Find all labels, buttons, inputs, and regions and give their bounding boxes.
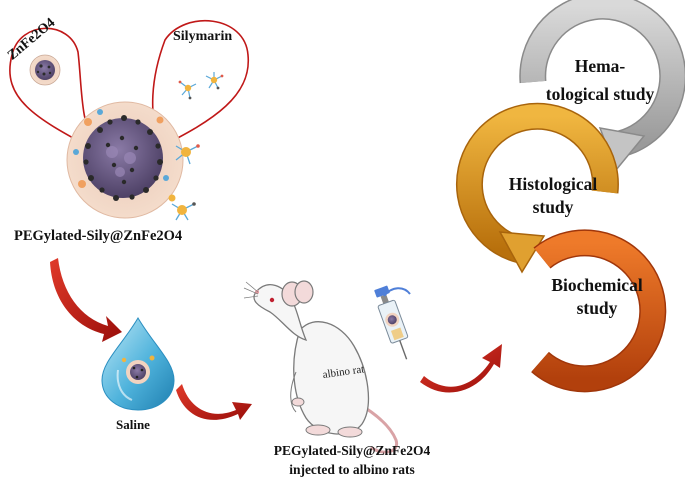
- histological-ring: [455, 102, 619, 274]
- znfe2o4-particle-icon: [29, 54, 61, 86]
- saline-label: Saline: [116, 417, 150, 432]
- biochemical-ring: [531, 229, 667, 393]
- saline-drop-icon: [101, 317, 175, 411]
- nanoparticle-caption: PEGylated-Sily@ZnFe2O4: [14, 228, 183, 244]
- silymarin-molecule-icon: [178, 72, 224, 100]
- hematological-label-line1: Hema-: [574, 56, 626, 76]
- injection-caption-line1: PEGylated-Sily@ZnFe2O4: [273, 443, 431, 458]
- histological-label-line2: study: [532, 197, 574, 217]
- syringe-icon: [374, 285, 409, 360]
- pegylated-nanoparticle-icon: [66, 101, 184, 219]
- histological-label-line1: Histological: [508, 174, 598, 194]
- curved-arrow-icon: [50, 258, 122, 342]
- albino-rat-icon: albino rat: [243, 280, 399, 454]
- silymarin-callout: [151, 19, 250, 150]
- silymarin-label: Silymarin: [173, 29, 233, 44]
- silymarin-molecules-attached: [168, 144, 200, 221]
- syringe-swoosh: [383, 287, 411, 297]
- rat-body-label: albino rat: [322, 363, 365, 381]
- biochemical-label-line2: study: [576, 298, 618, 318]
- curved-arrow-icon: [176, 384, 252, 420]
- hematological-label-line2: tological study: [545, 84, 655, 104]
- znfe2o4-callout: [9, 27, 97, 152]
- curved-arrow-icon: [420, 344, 502, 393]
- biochemical-label-line1: Biochemical: [551, 275, 643, 295]
- cycle-arrow-icon: [498, 231, 546, 274]
- injection-caption-line2: injected to albino rats: [289, 462, 415, 477]
